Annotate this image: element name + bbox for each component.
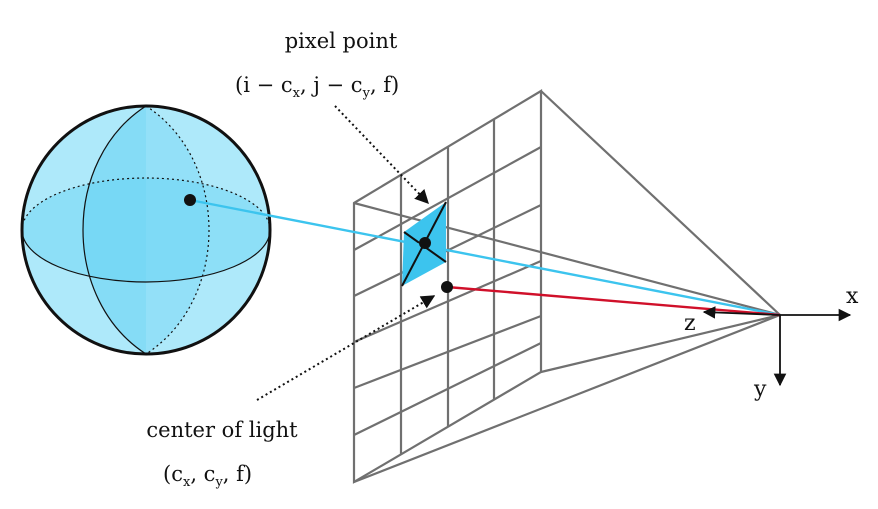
center-of-light-title: center of light [146,418,298,442]
grid-hline-3 [353,259,542,344]
sphere-equator-front [21,229,271,283]
cl-sub-x: x [183,475,191,490]
pixel-point-leader [334,105,429,205]
sphere-point [184,194,196,206]
pixel-point-coord: (i − cx, j − cy, f) [235,73,399,101]
cl-close: , f) [223,462,252,486]
x-axis-label: x [846,284,859,309]
sphere-outline [20,104,272,356]
pp-close: , f) [370,73,399,97]
center-of-light-dot [441,281,453,293]
pixel-point-dot [419,237,431,249]
y-axis-label: y [753,377,767,402]
pp-minus1: − c [250,73,293,97]
pp-comma1: , j [300,73,320,97]
sphere-front-highlight [83,106,209,354]
frustum-edge-top [540,90,781,316]
camera-axes [702,306,852,387]
z-axis-arrow [702,306,781,319]
pp-sub-x: x [293,86,301,101]
cl-comma1: , c [190,462,215,486]
pp-open: (i [235,73,250,97]
grid-hline-5 [353,342,542,436]
grid-hline-4 [353,314,542,390]
frustum-edge-bottom [540,313,781,374]
cl-open: (c [163,462,183,486]
center-of-light-leader [256,295,436,401]
sphere-meridian-solid [82,105,147,355]
pixel-point-title: pixel point [285,29,398,53]
frustum-edge-left-bottom [353,313,781,484]
camera-frustum [352,89,781,484]
grid-hline-1 [353,146,542,251]
pp-sub-y: y [362,86,371,101]
z-axis-label: z [684,311,696,336]
center-ray [446,285,781,317]
sphere-equator-band [22,178,270,282]
center-of-light-coord: (cx, cy, f) [163,462,252,490]
sphere-meridian-dotted [145,105,210,355]
cl-sub-y: y [214,475,223,490]
sphere [20,104,272,356]
pixel-ray [189,198,781,317]
pp-minus2: − c [320,73,363,97]
